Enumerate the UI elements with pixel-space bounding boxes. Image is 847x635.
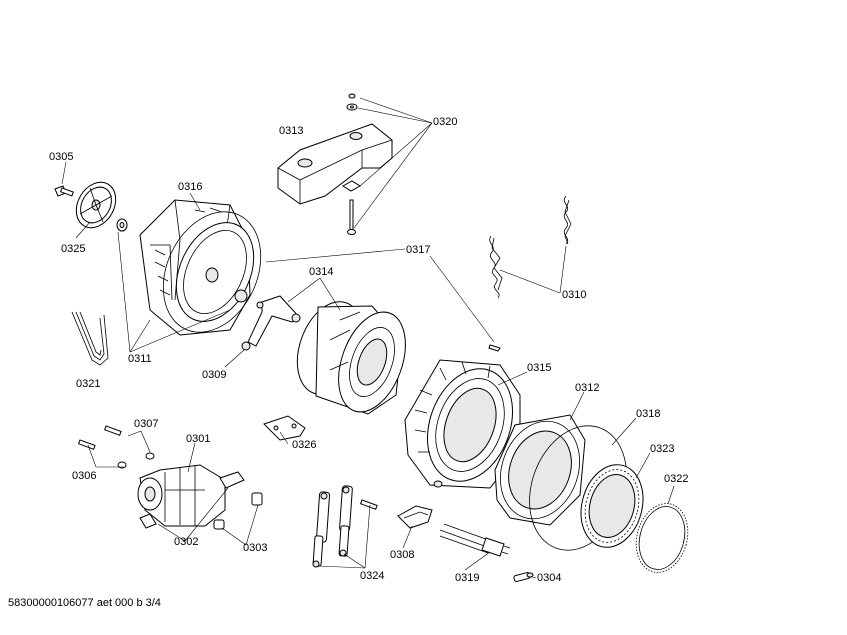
label-0301: 0301 — [186, 433, 210, 445]
label-0319: 0319 — [455, 572, 479, 584]
motor-bushings — [213, 492, 263, 530]
label-0311: 0311 — [128, 353, 152, 365]
label-0316: 0316 — [178, 181, 202, 193]
label-0322: 0322 — [664, 473, 688, 485]
counterweight-block — [277, 123, 393, 205]
label-0313: 0313 — [279, 125, 303, 137]
motor-screws — [77, 425, 155, 469]
door-seal — [580, 464, 644, 548]
leader-lines — [61, 97, 675, 579]
label-0318: 0318 — [636, 408, 660, 420]
label-0309: 0309 — [202, 369, 226, 381]
suspension-springs — [489, 195, 572, 299]
temperature-sensor — [513, 571, 534, 583]
label-0325: 0325 — [61, 243, 85, 255]
part-number-labels: 0305 0325 0316 0313 0320 0317 0314 0310 … — [49, 116, 688, 584]
drum-shield — [296, 301, 406, 415]
rear-tub — [139, 199, 255, 336]
motor — [137, 464, 245, 529]
label-0310: 0310 — [562, 289, 586, 301]
label-0306: 0306 — [72, 470, 96, 482]
label-0302: 0302 — [174, 536, 198, 548]
label-0308: 0308 — [390, 549, 414, 561]
tub-seal-ring — [162, 211, 262, 333]
spider-bracket — [241, 295, 301, 351]
label-0324: 0324 — [360, 570, 384, 582]
label-0317: 0317 — [406, 244, 430, 256]
front-tub — [404, 344, 521, 489]
label-0321: 0321 — [76, 378, 100, 390]
label-0320: 0320 — [433, 116, 457, 128]
drive-belt — [71, 311, 109, 366]
label-0326: 0326 — [292, 439, 316, 451]
shock-absorbers — [312, 485, 378, 568]
label-0315: 0315 — [527, 362, 551, 374]
hose-clip — [397, 505, 433, 529]
label-0307: 0307 — [134, 418, 158, 430]
clamp-band — [635, 503, 689, 573]
document-footer: 58300000106077 aet 000 b 3/4 — [8, 597, 161, 609]
door-collar — [494, 414, 586, 526]
label-0304: 0304 — [537, 572, 561, 584]
label-0314: 0314 — [309, 266, 333, 278]
label-0305: 0305 — [49, 151, 73, 163]
label-0323: 0323 — [650, 443, 674, 455]
heating-element — [439, 523, 511, 557]
label-0303: 0303 — [243, 542, 267, 554]
pulley-assembly — [54, 181, 128, 232]
label-0312: 0312 — [575, 382, 599, 394]
mounting-plate — [263, 415, 306, 441]
